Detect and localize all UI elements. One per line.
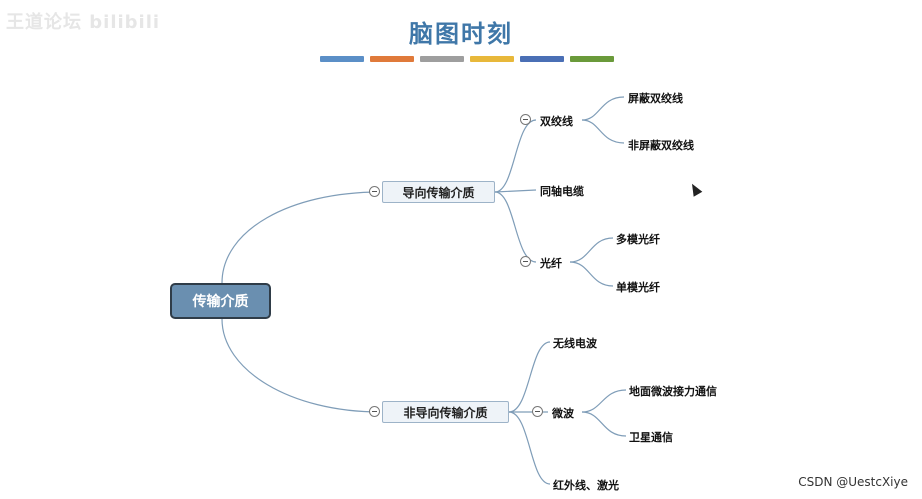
watermark-logo: 王道论坛 bilibili xyxy=(6,12,161,33)
node-terrestrial-microwave[interactable]: 地面微波接力通信 xyxy=(629,385,717,398)
color-swatch xyxy=(420,56,464,62)
node-satellite-communication[interactable]: 卫星通信 xyxy=(629,431,673,444)
edge-guided-fiber xyxy=(494,191,537,263)
node-singlemode-fiber[interactable]: 单模光纤 xyxy=(616,281,660,294)
node-shielded-twisted-pair[interactable]: 屏蔽双绞线 xyxy=(628,92,683,105)
node-infrared-laser[interactable]: 红外线、激光 xyxy=(553,479,619,492)
node-multimode-fiber[interactable]: 多模光纤 xyxy=(616,233,660,246)
node-radio-waves[interactable]: 无线电波 xyxy=(553,337,597,350)
collapse-toggle-fiber[interactable] xyxy=(520,256,531,267)
node-microwave[interactable]: 微波 xyxy=(552,407,574,420)
collapse-toggle-guided[interactable] xyxy=(369,186,380,197)
collapse-toggle-microwave[interactable] xyxy=(532,406,543,417)
edge-unguided-infrared xyxy=(508,411,551,485)
collapse-toggle-unguided[interactable] xyxy=(369,406,380,417)
edge-microwave-terrestrial xyxy=(581,389,627,413)
edge-microwave-satellite xyxy=(581,411,627,437)
color-bar xyxy=(320,56,614,62)
node-guided-media[interactable]: 导向传输介质 xyxy=(382,181,495,203)
edge-unguided-radio xyxy=(508,341,551,413)
color-swatch xyxy=(370,56,414,62)
node-coaxial-cable[interactable]: 同轴电缆 xyxy=(540,185,584,198)
color-swatch xyxy=(470,56,514,62)
page-title: 脑图时刻 xyxy=(409,20,513,48)
edge-fiber-singlemode xyxy=(569,261,614,287)
root-node[interactable]: 传输介质 xyxy=(170,283,271,319)
node-unshielded-twisted-pair[interactable]: 非屏蔽双绞线 xyxy=(628,139,694,152)
color-swatch xyxy=(320,56,364,62)
edge-root-guided xyxy=(221,191,381,284)
color-swatch xyxy=(570,56,614,62)
color-swatch xyxy=(520,56,564,62)
node-twisted-pair[interactable]: 双绞线 xyxy=(540,115,573,128)
edge-fiber-multimode xyxy=(569,237,614,263)
edge-guided-twisted xyxy=(494,119,537,193)
collapse-toggle-twisted-pair[interactable] xyxy=(520,114,531,125)
edge-twisted-shielded xyxy=(581,96,625,121)
footer-credit: CSDN @UestcXiye xyxy=(798,475,908,489)
node-optical-fiber[interactable]: 光纤 xyxy=(540,257,562,270)
edge-guided-coax xyxy=(494,189,537,193)
edge-twisted-unshielded xyxy=(581,119,625,144)
node-unguided-media[interactable]: 非导向传输介质 xyxy=(382,401,509,423)
edge-root-unguided xyxy=(221,318,381,413)
